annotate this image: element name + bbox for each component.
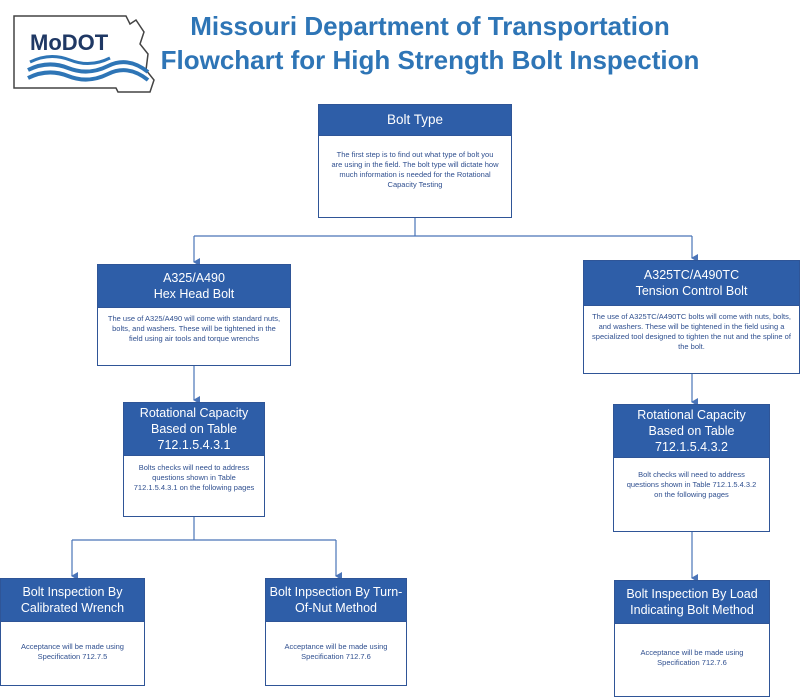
tension-control-title-line1: A325TC/A490TC [643,268,740,282]
node-hex-head-bolt: A325/A490 Hex Head Bolt The use of A325/… [97,264,291,366]
calibrated-wrench-title-line2: Calibrated Wrench [20,601,125,615]
rc-right-body: Bolt checks will need to address questio… [626,470,757,499]
hex-head-header: A325/A490 Hex Head Bolt [98,265,290,308]
calibrated-wrench-body: Acceptance will be made using Specificat… [21,642,124,661]
node-bolt-type: Bolt Type The first step is to find out … [318,104,512,218]
rc-right-title-line2: Based on Table [648,424,735,438]
rc-left-body: Bolts checks will need to address questi… [133,463,255,492]
node-tension-control-bolt: A325TC/A490TC Tension Control Bolt The u… [583,260,800,374]
node-rotational-capacity-right: Rotational Capacity Based on Table 712.1… [613,404,770,532]
load-indicating-header: Bolt Inspection By Load Indicating Bolt … [615,581,769,624]
calibrated-wrench-title-line1: Bolt Inspection By [22,585,123,599]
missouri-state-logo-icon: MoDOT [13,15,155,93]
logo-text: MoDOT [30,30,109,55]
hex-head-title-line2: Hex Head Bolt [153,287,235,301]
page-title-line1: Missouri Department of Transportation [190,11,670,41]
rc-right-title-line1: Rotational Capacity [637,408,746,422]
node-turn-of-nut: Bolt Inpsection By Turn- Of-Nut Method A… [265,578,407,686]
bolt-type-header: Bolt Type [319,105,511,136]
rc-left-header: Rotational Capacity Based on Table 712.1… [124,403,264,456]
node-calibrated-wrench: Bolt Inspection By Calibrated Wrench Acc… [0,578,145,686]
page-title-line2: Flowchart for High Strength Bolt Inspect… [160,45,700,75]
load-indicating-title-line2: Indicating Bolt Method [630,603,754,617]
turn-of-nut-title-line2: Of-Nut Method [295,601,377,615]
load-indicating-body: Acceptance will be made using Specificat… [640,648,744,667]
tension-control-title-line2: Tension Control Bolt [635,284,748,298]
turn-of-nut-body: Acceptance will be made using Specificat… [284,642,388,661]
tension-control-header: A325TC/A490TC Tension Control Bolt [584,261,799,306]
rc-right-title-line3: 712.1.5.4.3.2 [655,440,728,454]
modot-logo: MoDOT [8,10,160,96]
rc-left-title-line2: Based on Table [151,422,237,436]
calibrated-wrench-header: Bolt Inspection By Calibrated Wrench [1,579,144,622]
hex-head-body: The use of A325/A490 will come with stan… [107,314,281,343]
rc-right-header: Rotational Capacity Based on Table 712.1… [614,405,769,458]
turn-of-nut-header: Bolt Inpsection By Turn- Of-Nut Method [266,579,406,622]
rc-left-title-line3: 712.1.5.4.3.1 [157,438,231,452]
bolt-type-body: The first step is to find out what type … [331,150,499,189]
node-rotational-capacity-left: Rotational Capacity Based on Table 712.1… [123,402,265,517]
tension-control-body: The use of A325TC/A490TC bolts will come… [592,312,791,351]
hex-head-title-line1: A325/A490 [163,271,225,285]
turn-of-nut-title-line1: Bolt Inpsection By Turn- [269,585,403,599]
rc-left-title-line1: Rotational Capacity [139,406,249,420]
load-indicating-title-line1: Bolt Inspection By Load [626,587,758,601]
node-load-indicating: Bolt Inspection By Load Indicating Bolt … [614,580,770,697]
